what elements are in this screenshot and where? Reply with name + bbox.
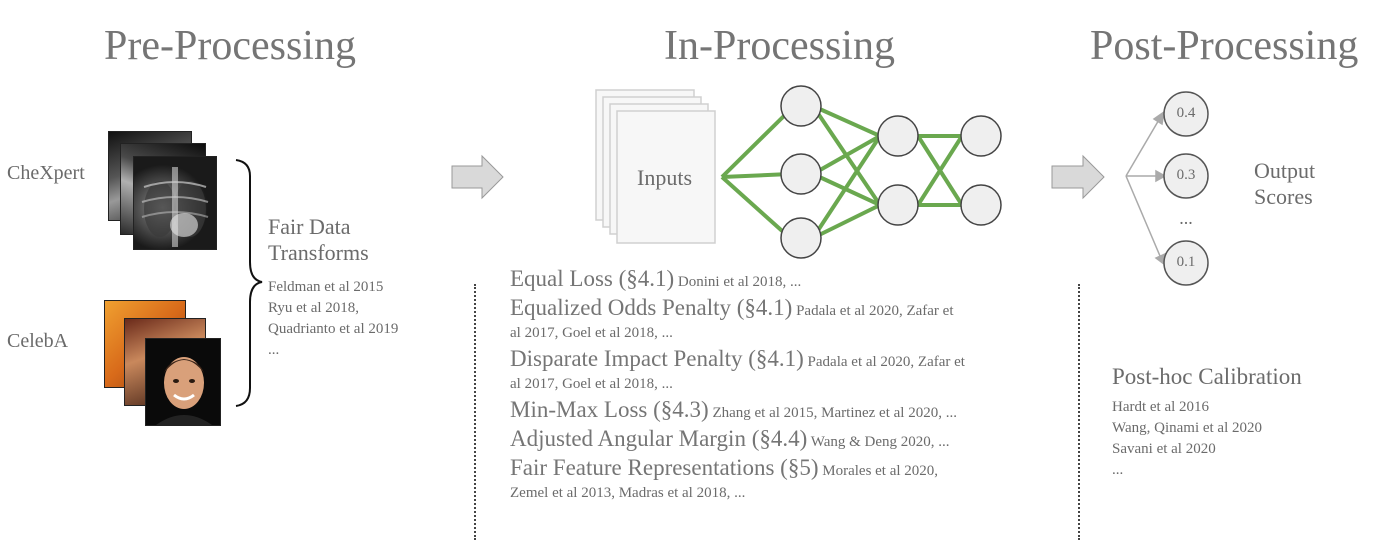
method-ref-continued: Zemel et al 2013, Madras et al 2018, ... [510, 485, 746, 501]
score-circle [1163, 240, 1209, 286]
network-node [780, 85, 822, 127]
pre-processing-refs: Feldman et al 2015 Ryu et al 2018, Quadr… [268, 279, 399, 358]
score-circle [1163, 153, 1209, 199]
method-item: Disparate Impact Penalty (§4.1) Padala e… [510, 346, 965, 371]
face-image-front [145, 338, 221, 426]
inputs-label: Inputs [637, 165, 692, 190]
fair-data-transforms-heading: Fair Data Transforms [268, 214, 369, 265]
in-processing-title: In-Processing [664, 23, 895, 69]
arrow-right-icon-2 [1051, 154, 1105, 200]
score-value: 0.1 [1176, 254, 1196, 270]
method-item: Min-Max Loss (§4.3) Zhang et al 2015, Ma… [510, 397, 957, 422]
network-edges [720, 104, 964, 240]
method-item: Adjusted Angular Margin (§4.4) Wang & De… [510, 426, 950, 451]
dataset-label-chexpert: CheXpert [7, 162, 85, 184]
method-item: Equalized Odds Penalty (§4.1) Padala et … [510, 295, 954, 320]
method-item: Fair Feature Representations (§5) Morale… [510, 455, 939, 480]
score-circle [1163, 91, 1209, 137]
post-hoc-calibration-heading: Post-hoc Calibration [1112, 364, 1302, 389]
network-node [877, 184, 919, 226]
output-scores-label: Output Scores [1254, 158, 1316, 209]
network-node [960, 115, 1002, 157]
method-ref-continued: al 2017, Goel et al 2018, ... [510, 325, 673, 341]
pre-processing-title: Pre-Processing [104, 23, 356, 69]
network-node [780, 217, 822, 259]
network-node [780, 153, 822, 195]
inputs-document-icon [616, 110, 716, 244]
score-ellipsis: ... [1179, 208, 1193, 228]
xray-image-front [133, 156, 217, 250]
output-fan-arrows [1125, 110, 1167, 266]
section-divider-left [474, 284, 476, 540]
score-value: 0.3 [1176, 167, 1196, 183]
chest-xray-icon [141, 167, 209, 247]
in-processing-methods: Equal Loss (§4.1) Donini et al 2018, ...… [510, 266, 965, 504]
network-node [960, 184, 1002, 226]
dataset-label-celeba: CelebA [7, 330, 69, 352]
method-ref-continued: al 2017, Goel et al 2018, ... [510, 376, 673, 392]
arrow-right-icon-1 [451, 154, 504, 200]
post-processing-title: Post-Processing [1090, 23, 1359, 69]
face-icon [156, 357, 212, 425]
score-value: 0.4 [1176, 105, 1196, 121]
network-node [877, 115, 919, 157]
method-item: Equal Loss (§4.1) Donini et al 2018, ... [510, 266, 802, 291]
post-processing-refs: Hardt et al 2016 Wang, Qinami et al 2020… [1112, 399, 1263, 478]
brace-icon [235, 159, 263, 407]
section-divider-right [1078, 284, 1080, 540]
